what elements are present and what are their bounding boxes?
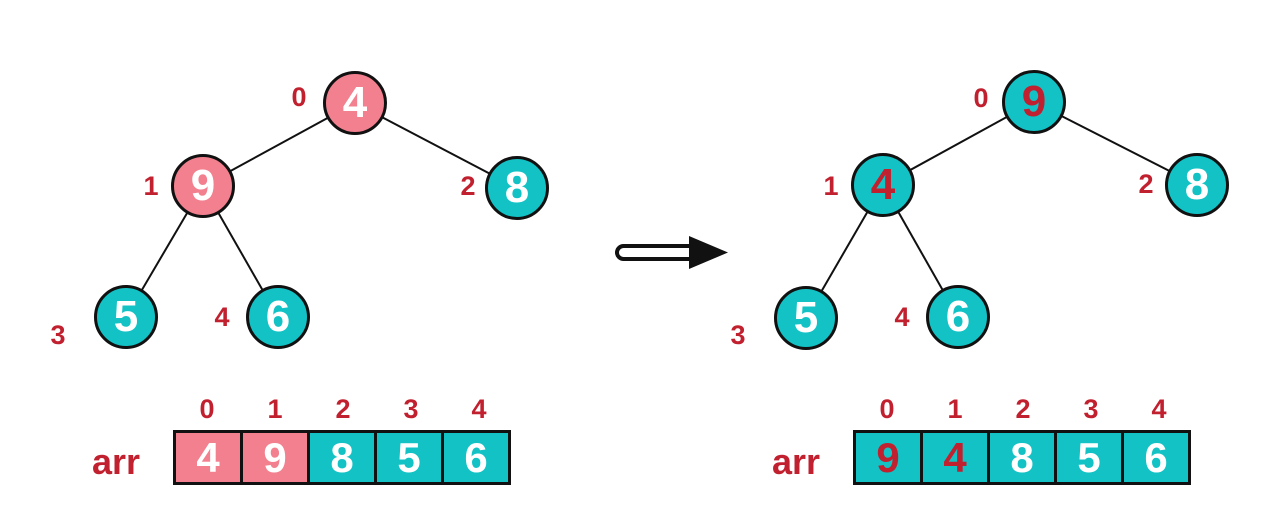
array-indices-row: 0 1 2 3 4: [173, 394, 513, 425]
array-cells-row: 9 4 8 5 6: [853, 430, 1191, 485]
node-value: 9: [1021, 77, 1047, 126]
array-index-label: 0: [199, 394, 215, 424]
array-cell: 4: [176, 433, 243, 482]
array-index-label: 3: [1083, 394, 1099, 424]
tree-node: 6: [926, 285, 990, 349]
array-cell: 6: [444, 433, 508, 482]
array-cell: 9: [856, 433, 923, 482]
node-index-label: 3: [730, 320, 746, 350]
node-value: 6: [265, 292, 291, 341]
node-index-label: 2: [1138, 169, 1154, 199]
array-cell-value: 9: [876, 433, 900, 481]
node-value: 4: [870, 160, 896, 209]
node-value: 8: [1184, 160, 1210, 209]
array-index-label: 3: [403, 394, 419, 424]
array-cell: 8: [990, 433, 1057, 482]
array-cell: 9: [243, 433, 310, 482]
node-value: 8: [504, 163, 530, 212]
array-cell: 5: [1057, 433, 1124, 482]
node-index-label: 2: [460, 171, 476, 201]
node-index-label: 0: [973, 83, 989, 113]
array-index-label: 2: [335, 394, 351, 424]
array-cell-value: 5: [397, 433, 421, 481]
tree-node: 5: [94, 285, 158, 349]
array-index-label: 4: [471, 394, 487, 424]
array-index-label: 2: [1015, 394, 1031, 424]
node-value: 9: [190, 161, 216, 210]
array-cell-value: 9: [263, 433, 287, 481]
array-cell-value: 8: [1010, 433, 1034, 481]
node-index-label: 1: [143, 171, 159, 201]
array-cell-value: 6: [1144, 433, 1168, 481]
array-indices-row: 0 1 2 3 4: [853, 394, 1193, 425]
array-cell: 6: [1124, 433, 1188, 482]
array-cell-value: 5: [1077, 433, 1101, 481]
node-index-label: 3: [50, 320, 66, 350]
tree-node: 5: [774, 286, 838, 350]
node-index-label: 4: [894, 302, 910, 332]
array-index-label: 1: [947, 394, 963, 424]
node-value: 5: [793, 293, 819, 342]
array-cell: 4: [923, 433, 990, 482]
node-index-label: 4: [214, 302, 230, 332]
tree-node: 4: [851, 153, 915, 217]
node-index-label: 0: [291, 82, 307, 112]
array-index-label: 0: [879, 394, 895, 424]
tree-node: 8: [1165, 153, 1229, 217]
node-value: 6: [945, 292, 971, 341]
array-label: arr: [772, 441, 821, 482]
tree-node: 4: [323, 71, 387, 135]
node-value: 4: [342, 78, 368, 127]
array-label: arr: [92, 441, 141, 482]
tree-node: 9: [171, 154, 235, 218]
node-index-label: 1: [823, 171, 839, 201]
array-cell-value: 8: [330, 433, 354, 481]
array-index-label: 4: [1151, 394, 1167, 424]
array-cells-row: 4 9 8 5 6: [173, 430, 511, 485]
transform-arrow-icon: [615, 236, 728, 269]
tree-node: 9: [1002, 70, 1066, 134]
tree-node: 6: [246, 285, 310, 349]
node-value: 5: [113, 292, 139, 341]
array-cell: 5: [377, 433, 444, 482]
array-cell-value: 4: [196, 433, 220, 481]
array-cell-value: 6: [464, 433, 488, 481]
tree-node: 8: [485, 156, 549, 220]
array-cell-value: 4: [943, 433, 967, 481]
array-index-label: 1: [267, 394, 283, 424]
array-cell: 8: [310, 433, 377, 482]
